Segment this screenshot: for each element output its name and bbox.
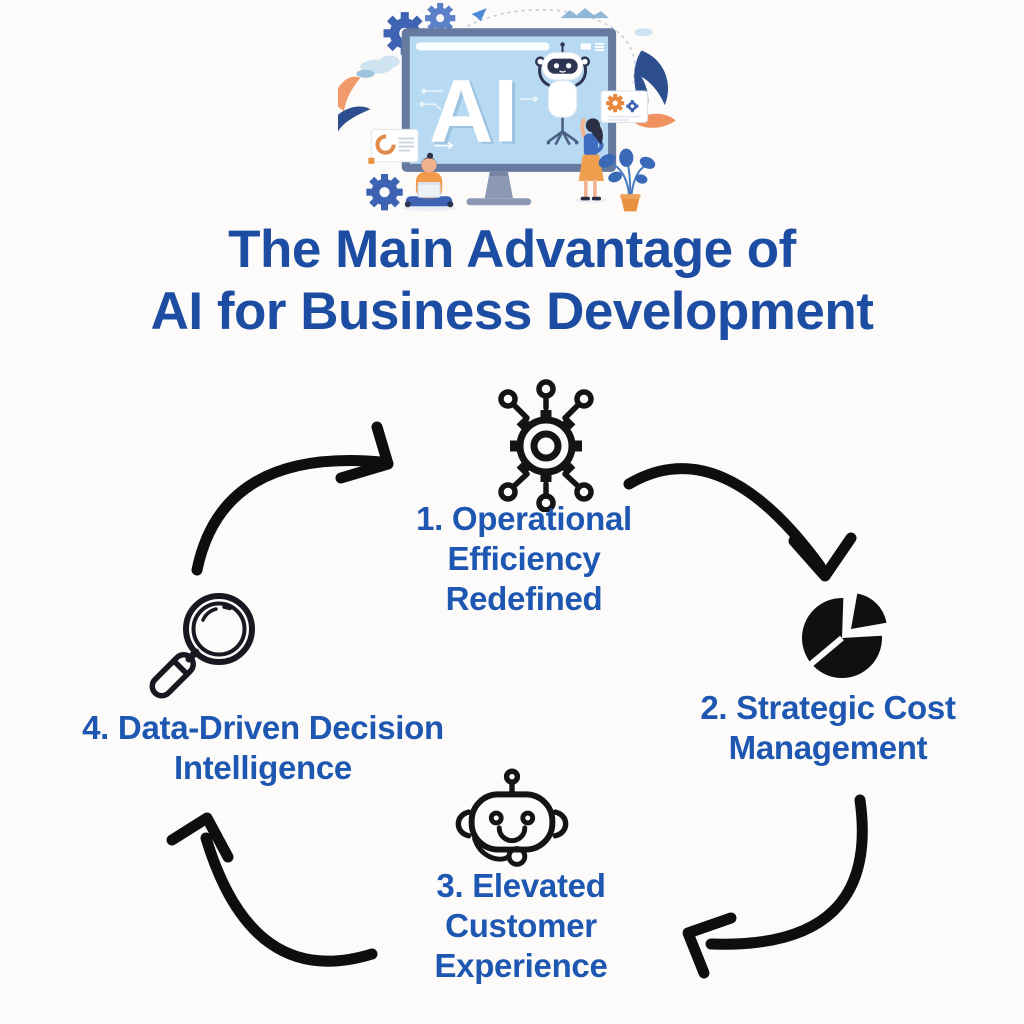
step-label-line: 4. Data-Driven Decision: [82, 709, 444, 746]
arrow-top-right: [623, 463, 857, 582]
browser-bar: [415, 42, 605, 52]
title-line-2: AI for Business Development: [150, 282, 874, 341]
step-label-line: Experience: [434, 947, 608, 984]
step-label-line: Intelligence: [174, 749, 352, 786]
monitor-stand: [484, 171, 513, 199]
step-label-line: Efficiency: [447, 540, 601, 577]
step-label-line: 2. Strategic Cost: [700, 689, 956, 726]
robot-illustration: [535, 42, 591, 146]
network-gear-icon: [498, 379, 594, 512]
monitor-stand-top: [489, 171, 508, 176]
screen-text: AI: [429, 61, 518, 161]
arrow-bottom-left: [166, 812, 378, 967]
analytics-card: [368, 128, 419, 164]
step-label-strategic-cost: 2. Strategic Cost Management: [646, 688, 1010, 768]
circuit-lines: [419, 88, 538, 150]
magnifying-glass-icon: [149, 593, 255, 699]
monitor-base: [466, 198, 532, 206]
step-label-operational-efficiency: 1. Operational Efficiency Redefined: [364, 499, 684, 619]
arrow-bottom-right: [682, 794, 868, 979]
standing-woman: [574, 118, 608, 203]
step-label-line: Redefined: [445, 580, 603, 617]
step-label-line: Management: [728, 729, 928, 766]
screen-text-shadow: AI: [432, 63, 521, 163]
paper-plane-icon: [471, 8, 487, 22]
settings-card: [600, 90, 649, 123]
person-with-laptop: [401, 152, 457, 212]
step-label-customer-experience: 3. Elevated Customer Experience: [361, 866, 681, 986]
hero-illustration: AI AI: [338, 3, 676, 212]
chatbot-icon: [455, 768, 569, 867]
pie-chart-icon: [802, 593, 887, 678]
step-label-line: 3. Elevated: [436, 867, 606, 904]
potted-plant: [598, 148, 656, 212]
arrow-top-left: [191, 421, 394, 576]
dashed-path: [467, 9, 636, 84]
step-label-line: 1. Operational: [416, 500, 632, 537]
step-label-line: Customer: [445, 907, 597, 944]
page-title: The Main Advantage of AI for Business De…: [0, 219, 1024, 343]
step-label-data-driven: 4. Data-Driven Decision Intelligence: [9, 708, 517, 788]
cloud-icons: [356, 8, 653, 78]
plant-leaves: [338, 76, 371, 132]
title-line-1: The Main Advantage of: [228, 220, 796, 279]
gear-icon: [366, 173, 403, 211]
